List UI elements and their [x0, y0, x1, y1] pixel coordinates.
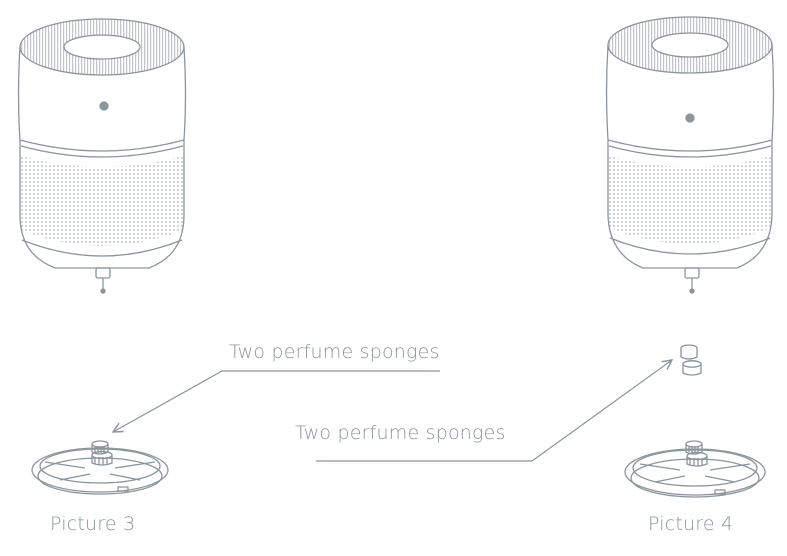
picture-4-caption: Picture 4	[648, 513, 734, 535]
air-purifier-right-icon	[605, 16, 775, 294]
sponges-label-left: Two perfume sponges	[229, 341, 440, 363]
perfume-sponges-loose-icon	[680, 344, 702, 376]
arrow-right-icon	[531, 360, 672, 462]
air-purifier-left-icon	[17, 18, 187, 294]
base-plate-left-icon	[31, 440, 169, 495]
picture-3-caption: Picture 3	[50, 513, 136, 535]
perfume-sponge-base-icon	[685, 440, 708, 467]
base-plate-right-icon	[624, 440, 766, 498]
callout-lines	[113, 360, 672, 462]
arrow-left-icon	[113, 370, 223, 432]
sponges-label-right: Two perfume sponges	[295, 422, 506, 444]
perfume-sponge-left-icon	[91, 440, 113, 466]
